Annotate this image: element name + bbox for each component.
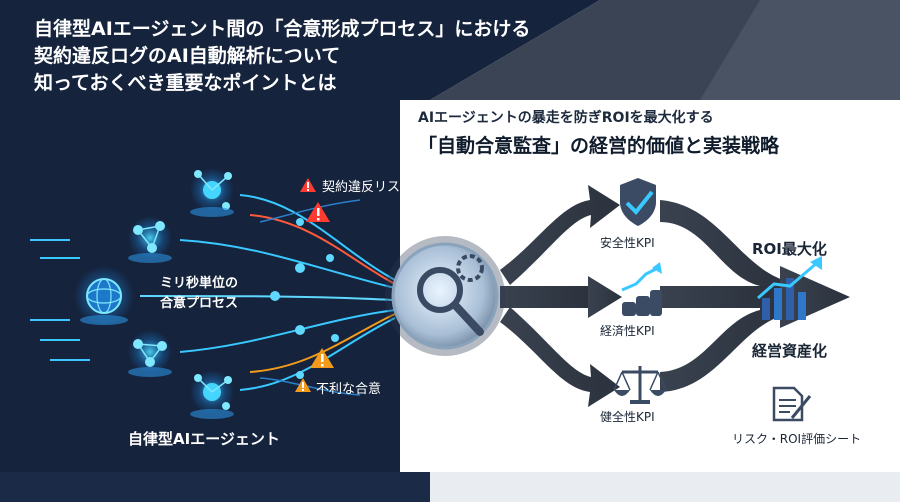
speed-dashes	[30, 239, 90, 361]
coin-growth-icon	[621, 262, 662, 316]
shield-check-icon	[620, 178, 656, 226]
warning-icon-unfair	[295, 378, 311, 392]
flow-dots	[270, 218, 339, 379]
warning-icon-orange-large	[310, 348, 334, 368]
agents-label: 自律型AIエージェント	[128, 430, 280, 448]
process-line-1: ミリ秒単位の	[160, 276, 239, 291]
document-icon	[772, 386, 812, 422]
warning-icon-red-large	[306, 202, 330, 222]
roi-chart-icon	[757, 256, 822, 320]
kpi-health-label: 健全性KPI	[600, 410, 655, 424]
subtitle: AIエージェントの暴走を防ぎROIを最大化する	[418, 110, 714, 126]
kpi-safety-label: 安全性KPI	[600, 236, 655, 250]
risk-contract-label: 契約違反リスク	[322, 180, 414, 195]
audit-label: 自動合意監査	[404, 375, 488, 391]
grey-slab-light	[700, 0, 900, 100]
process-line-2: 合意プロセス	[160, 296, 239, 311]
title-line-3: 知っておくべき重要なポイントとは	[34, 72, 337, 94]
sheet-label: リスク・ROI評価シート	[732, 432, 862, 446]
agent-node-globe	[74, 266, 134, 326]
main-title: 自律型AIエージェント間の「合意形成プロセス」における 契約違反ログのAI自動解…	[34, 16, 530, 97]
kpi-economy-label: 経済性KPI	[600, 324, 655, 338]
title-line-1: 自律型AIエージェント間の「合意形成プロセス」における	[34, 18, 531, 40]
agent-node-1	[190, 168, 234, 217]
agent-node-2	[128, 216, 172, 263]
flow-lines	[139, 194, 396, 396]
process-label: ミリ秒単位の 合意プロセス	[160, 274, 238, 314]
balance-scale-icon	[613, 366, 667, 404]
bottom-band-dark	[0, 472, 430, 502]
warning-icon-contract	[300, 178, 316, 192]
agent-node-4	[190, 370, 234, 419]
agent-node-3	[128, 330, 172, 377]
magnifier-icon	[385, 236, 505, 356]
risk-unfair-label: 不利な合意	[316, 382, 382, 397]
title-line-2: 契約違反ログのAI自動解析について	[34, 45, 341, 67]
headline: 「自動合意監査」の経営的価値と実装戦略	[418, 135, 780, 157]
asset-label: 経営資産化	[752, 342, 828, 360]
roi-label: ROI最大化	[752, 240, 827, 258]
